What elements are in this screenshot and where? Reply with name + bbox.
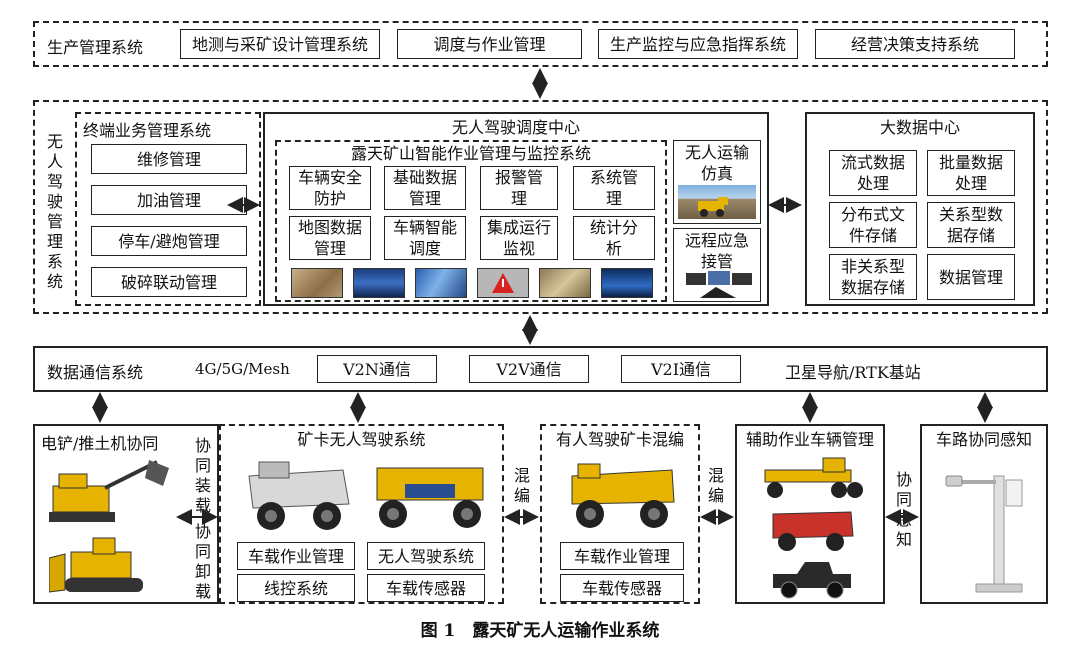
comm-satellite-label: 卫星导航/RTK基站 <box>785 363 921 382</box>
autonomous-item-drive-by-wire: 线控系统 <box>237 574 355 602</box>
module-decision-support: 经营决策支持系统 <box>815 29 1015 59</box>
monitor-cell-integrated-monitor: 集成运行监视 <box>480 216 558 260</box>
production-system-title: 生产管理系统 <box>47 38 144 57</box>
simulation-title: 无人运输仿真 <box>684 143 749 183</box>
thumbnail-terrain-image <box>291 268 343 298</box>
shovel-bulldozer-panel: 电铲/推土机协同 协同装载 协同卸载 <box>33 424 219 604</box>
thumbnail-road-image <box>539 268 591 298</box>
yellow-mining-truck-image <box>371 454 489 534</box>
bigdata-cell-distributed: 分布式文件存储 <box>829 202 917 248</box>
bigdata-center-title: 大数据中心 <box>879 117 960 137</box>
monitor-cell-smart-dispatch: 车辆智能调度 <box>384 216 466 260</box>
terminal-business-panel: 终端业务管理系统 维修管理 加油管理 停车/避炮管理 破碎联动管理 <box>75 112 261 306</box>
monitor-cell-base-data: 基础数据管理 <box>384 166 466 210</box>
bigdata-cell-stream: 流式数据处理 <box>829 150 917 196</box>
unmanned-management-panel: 无人驾驶管理系统 终端业务管理系统 维修管理 加油管理 停车/避炮管理 破碎联动… <box>33 100 1048 314</box>
monitor-cell-alarm: 报警管理 <box>480 166 558 210</box>
pickup-truck-image <box>767 556 857 600</box>
grader-image <box>755 456 867 500</box>
comm-v2n: V2N通信 <box>317 355 437 383</box>
coop-loading-label: 协同装载 <box>194 436 211 515</box>
road-coop-panel: 车路协同感知 <box>920 424 1048 604</box>
bigdata-center-panel: 大数据中心 流式数据处理 批量数据处理 分布式文件存储 关系型数据存储 非关系型… <box>805 112 1035 306</box>
electric-shovel-image <box>45 456 175 528</box>
monitor-cell-map-data: 地图数据管理 <box>289 216 371 260</box>
road-coop-title: 车路协同感知 <box>935 429 1032 449</box>
manned-truck-title: 有人驾驶矿卡混编 <box>555 429 684 449</box>
monitor-system-panel: 露天矿山智能作业管理与监控系统 车辆安全防护 基础数据管理 报警管理 系统管理 … <box>275 140 667 302</box>
terminal-item-maintenance: 维修管理 <box>91 144 247 174</box>
terminal-item-crusher: 破碎联动管理 <box>91 267 247 297</box>
autonomous-truck-title: 矿卡无人驾驶系统 <box>297 429 426 449</box>
roadside-unit-image <box>940 466 1036 600</box>
monitor-cell-statistics: 统计分析 <box>573 216 655 260</box>
coop-perception-label: 协同感知 <box>895 470 912 549</box>
white-mining-truck-image <box>239 454 357 534</box>
module-dispatch-operations: 调度与作业管理 <box>397 29 582 59</box>
shovel-bulldozer-title: 电铲/推土机协同 <box>41 434 159 453</box>
bigdata-cell-nosql: 非关系型数据存储 <box>829 254 917 300</box>
simulation-image <box>678 185 756 219</box>
terminal-business-title: 终端业务管理系统 <box>83 121 212 140</box>
thumbnail-monitor-image <box>353 268 405 298</box>
comm-v2i: V2I通信 <box>621 355 741 383</box>
autonomous-item-driving-system: 无人驾驶系统 <box>367 542 485 570</box>
monitor-cell-system: 系统管理 <box>573 166 655 210</box>
manned-item-sensors: 车载传感器 <box>560 574 684 602</box>
red-dump-truck-image <box>767 506 857 552</box>
remote-takeover-title: 远程应急接管 <box>684 231 749 271</box>
bulldozer-image <box>48 534 169 600</box>
thumbnail-dashboard-image <box>601 268 653 298</box>
autonomous-item-onboard-ops: 车载作业管理 <box>237 542 355 570</box>
comm-tech-label: 4G/5G/Mesh <box>195 360 290 378</box>
monitor-cell-vehicle-safety: 车辆安全防护 <box>289 166 371 210</box>
mixed-link-label-2: 混编 <box>707 466 724 505</box>
aux-vehicle-title: 辅助作业车辆管理 <box>745 429 874 449</box>
module-survey-design: 地测与采矿设计管理系统 <box>180 29 380 59</box>
simulation-panel: 无人运输仿真 <box>673 140 761 224</box>
aux-vehicle-panel: 辅助作业车辆管理 <box>735 424 885 604</box>
remote-takeover-panel: 远程应急接管 <box>673 228 761 302</box>
monitor-system-title: 露天矿山智能作业管理与监控系统 <box>350 143 591 163</box>
manned-item-onboard-ops: 车载作业管理 <box>560 542 684 570</box>
bigdata-cell-relational: 关系型数据存储 <box>927 202 1015 248</box>
manned-truck-image <box>564 456 682 534</box>
terminal-item-parking: 停车/避炮管理 <box>91 226 247 256</box>
alarm-triangle-icon <box>492 273 514 293</box>
dispatch-center-panel: 无人驾驶调度中心 露天矿山智能作业管理与监控系统 车辆安全防护 基础数据管理 报… <box>263 112 769 306</box>
remote-cockpit-image <box>680 271 756 299</box>
production-system-panel: 生产管理系统 地测与采矿设计管理系统 调度与作业管理 生产监控与应急指挥系统 经… <box>33 21 1048 67</box>
dispatch-center-title: 无人驾驶调度中心 <box>451 117 580 137</box>
figure-caption: 图 1 露天矿无人运输作业系统 <box>420 620 660 641</box>
module-monitoring-command: 生产监控与应急指挥系统 <box>598 29 798 59</box>
comm-system-title: 数据通信系统 <box>47 363 144 382</box>
mixed-link-label-1: 混编 <box>513 466 530 505</box>
unmanned-management-title: 无人驾驶管理系统 <box>46 132 63 291</box>
autonomous-item-sensors: 车载传感器 <box>367 574 485 602</box>
coop-unloading-label: 协同卸载 <box>194 522 211 601</box>
terminal-item-refuel: 加油管理 <box>91 185 247 215</box>
bigdata-cell-data-mgmt: 数据管理 <box>927 254 1015 300</box>
comm-system-panel: 数据通信系统 4G/5G/Mesh V2N通信 V2V通信 V2I通信 卫星导航… <box>33 346 1048 392</box>
bigdata-cell-batch: 批量数据处理 <box>927 150 1015 196</box>
comm-v2v: V2V通信 <box>469 355 589 383</box>
thumbnail-alarm-image <box>477 268 529 298</box>
autonomous-truck-panel: 矿卡无人驾驶系统 车载作业管理 无人驾驶系统 线控系统 车载传感器 <box>219 424 504 604</box>
thumbnail-map-image <box>415 268 467 298</box>
manned-truck-panel: 有人驾驶矿卡混编 车载作业管理 车载传感器 <box>540 424 700 604</box>
